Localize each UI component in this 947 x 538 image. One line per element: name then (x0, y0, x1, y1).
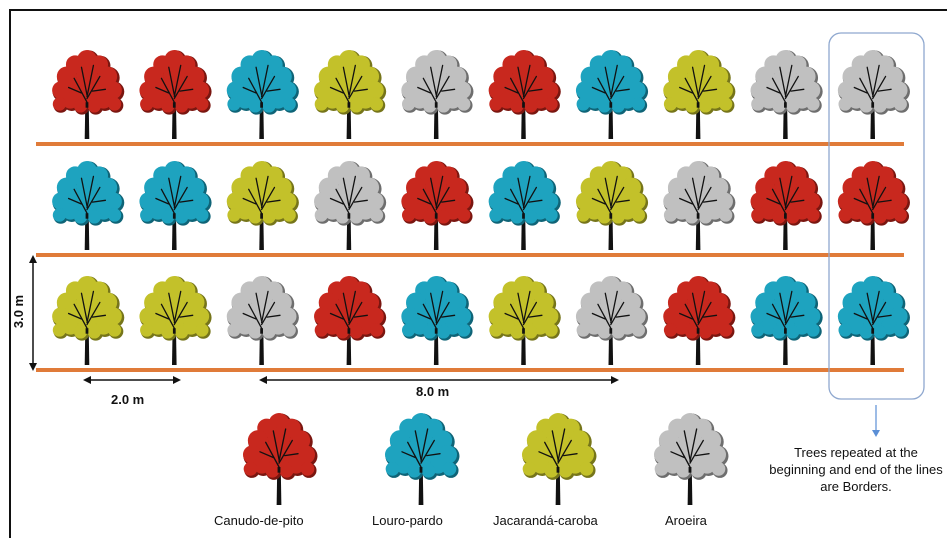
tree-row2-pos7-jacaranda-caroba (575, 160, 649, 250)
legend-label-louro-pardo: Louro-pardo (372, 513, 443, 528)
diagram-frame (9, 9, 947, 538)
span-label: 8.0 m (416, 384, 450, 399)
legend-trees (242, 413, 729, 505)
tree-row2-pos4-aroeira (314, 160, 387, 250)
legend-tree-jacaranda-caroba (521, 413, 597, 505)
tree-grid (52, 49, 910, 365)
tree-row3-pos1-jacaranda-caroba (52, 275, 125, 365)
tree-row1-pos7-louro-pardo (575, 49, 649, 139)
planting-rows (36, 142, 904, 372)
tree-row1-pos2-canudo-de-pito (139, 49, 212, 139)
legend-tree-canudo-de-pito (242, 413, 318, 505)
tree-row1-pos3-louro-pardo (226, 49, 299, 139)
tree-row3-pos7-aroeira (575, 275, 649, 365)
tree-row1-pos5-aroeira (401, 49, 474, 139)
tree-row3-pos10-louro-pardo (837, 275, 910, 365)
tree-row2-pos8-aroeira (663, 160, 736, 250)
legend-tree-louro-pardo (384, 413, 460, 505)
border-note-arrow (872, 405, 880, 437)
tree-row1-pos9-aroeira (750, 49, 823, 139)
border-trees-highlight (828, 32, 925, 400)
dimension-markers (29, 255, 619, 384)
tree-row2-pos5-canudo-de-pito (401, 160, 474, 250)
border-note: Trees repeated at the beginning and end … (769, 445, 943, 494)
tree-row3-pos6-jacaranda-caroba (488, 275, 561, 365)
tree-row2-pos9-canudo-de-pito (750, 160, 823, 250)
tree-spacing-label: 2.0 m (111, 392, 145, 407)
tree-row1-pos10-aroeira (837, 49, 910, 139)
tree-row1-pos1-canudo-de-pito (52, 49, 125, 139)
tree-row3-pos4-canudo-de-pito (314, 275, 387, 365)
tree-row1-pos4-jacaranda-caroba (314, 49, 387, 139)
legend-tree-aroeira (653, 413, 729, 505)
legend-label-canudo-de-pito: Canudo-de-pito (214, 513, 304, 528)
tree-row3-pos8-canudo-de-pito (663, 275, 736, 365)
tree-row2-pos6-louro-pardo (488, 160, 561, 250)
tree-row3-pos3-aroeira (226, 275, 299, 365)
legend-label-aroeira: Aroeira (665, 513, 707, 528)
tree-row3-pos9-louro-pardo (750, 275, 823, 365)
row-spacing-label: 3.0 m (11, 294, 27, 329)
tree-row3-pos5-louro-pardo (401, 275, 474, 365)
tree-row1-pos6-canudo-de-pito (488, 49, 561, 139)
tree-row3-pos2-jacaranda-caroba (139, 275, 212, 365)
legend-label-jacaranda-caroba: Jacarandá-caroba (493, 513, 598, 528)
tree-row2-pos10-canudo-de-pito (837, 160, 910, 250)
tree-row1-pos8-jacaranda-caroba (663, 49, 736, 139)
tree-row2-pos2-louro-pardo (139, 160, 212, 250)
tree-row2-pos3-jacaranda-caroba (226, 160, 299, 250)
tree-row2-pos1-louro-pardo (52, 160, 125, 250)
